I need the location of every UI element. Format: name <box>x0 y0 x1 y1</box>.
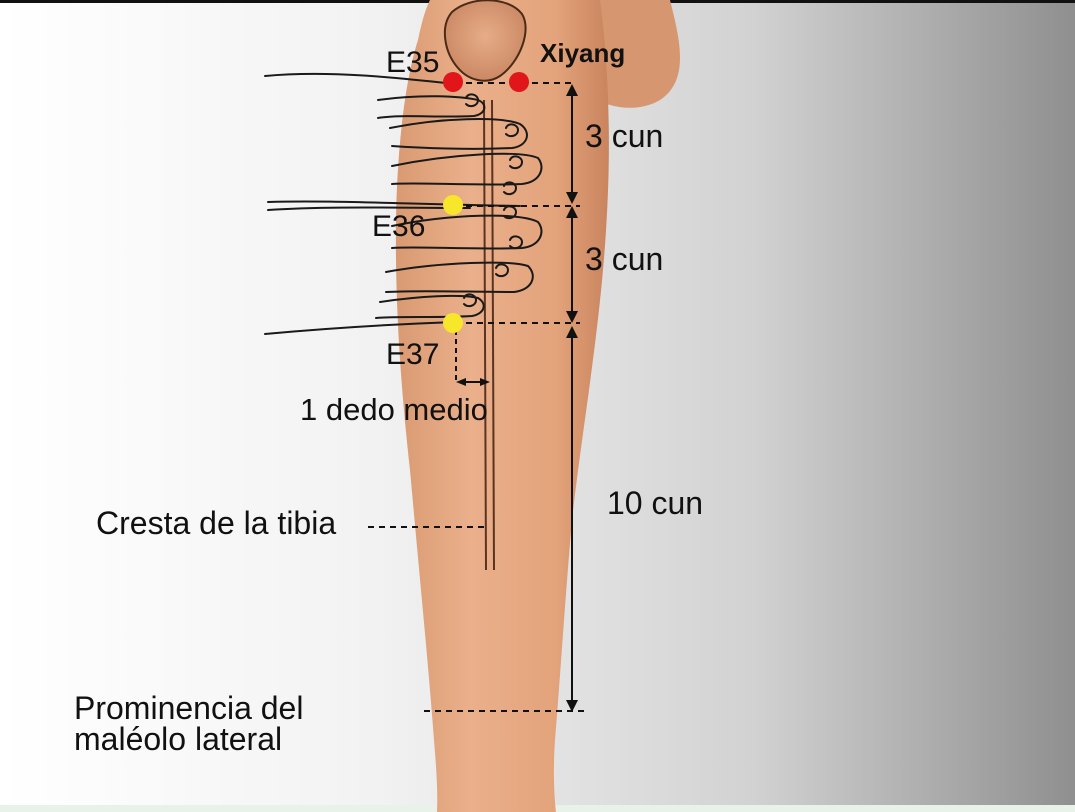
arrowhead <box>566 311 578 323</box>
nail-icon <box>465 93 480 108</box>
nail-icon <box>509 155 524 170</box>
nail-icon <box>509 235 524 250</box>
label-e35: E35 <box>386 46 439 79</box>
measure-finger: 1 dedo medio <box>300 392 488 427</box>
landmark-malleolus-line2: maléolo lateral <box>74 721 282 757</box>
arrowhead <box>566 206 578 218</box>
tibia-line-left <box>483 99 487 571</box>
arrowhead <box>566 326 578 338</box>
arrowhead <box>566 84 578 96</box>
tibia-line-right <box>491 99 495 571</box>
finger-outline <box>389 118 528 150</box>
label-e37: E37 <box>386 338 439 371</box>
arrowhead <box>456 378 466 386</box>
point-e37-marker <box>443 313 463 333</box>
label-e36: E36 <box>372 210 425 243</box>
label-xiyang: Xiyang <box>540 38 625 68</box>
point-e35-marker <box>443 72 463 92</box>
nail-icon <box>503 181 518 196</box>
measurement-lines <box>368 82 584 712</box>
nail-icon <box>503 205 518 220</box>
measure-lower: 10 cun <box>607 485 703 521</box>
measure-middle: 3 cun <box>585 241 663 277</box>
finger-outline <box>264 321 456 335</box>
finger-outline <box>377 95 486 119</box>
point-xiyang-marker <box>509 72 529 92</box>
arrowhead <box>566 700 578 712</box>
measure-upper: 3 cun <box>585 118 663 154</box>
arrowhead <box>566 192 578 204</box>
finger-outline <box>391 152 543 186</box>
point-e36-marker <box>443 195 463 215</box>
kneecap <box>443 0 527 82</box>
landmark-tibia-crest: Cresta de la tibia <box>96 505 336 541</box>
finger-outline <box>375 294 485 319</box>
nail-icon <box>495 263 510 278</box>
finger-outline <box>391 214 543 250</box>
finger-outline <box>264 72 456 85</box>
nail-icon <box>463 293 478 308</box>
arrowhead <box>480 378 490 386</box>
thigh-right <box>590 0 680 108</box>
finger-outline <box>385 261 534 294</box>
landmark-malleolus-line1: Prominencia del <box>74 690 303 726</box>
nail-icon <box>505 123 520 138</box>
